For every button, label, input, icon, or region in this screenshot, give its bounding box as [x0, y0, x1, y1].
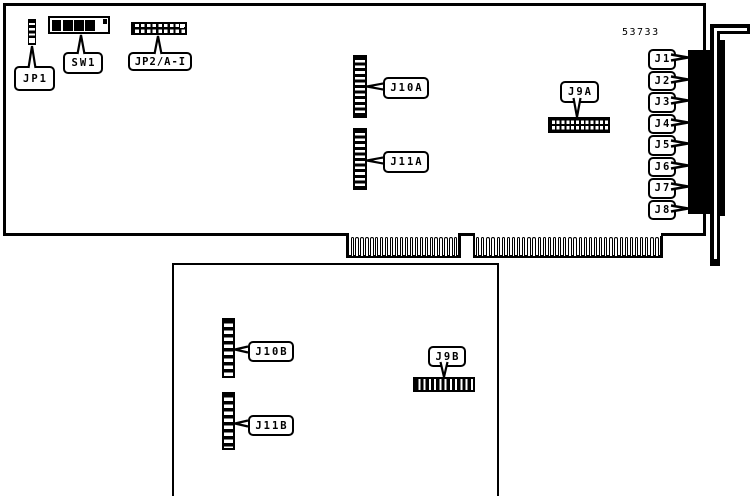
j11b-label: J11B [248, 415, 294, 436]
j9b-label-pointer [439, 361, 449, 378]
rear-label-j5: J5 [648, 135, 676, 156]
j10b-connector[interactable] [222, 318, 235, 378]
j9a-label-pointer [572, 97, 582, 118]
jp1-label: JP1 [14, 66, 55, 91]
j11b-label-text: J11B [255, 419, 289, 432]
rear-label-pointer-j2 [670, 74, 689, 84]
rear-label-j3: J3 [648, 92, 676, 113]
j9a-label-text: J9A [568, 86, 593, 98]
rear-label-pointer-j1 [670, 53, 689, 62]
j9b-label: J9B [428, 346, 466, 367]
j9b-label-text: J9B [435, 350, 461, 363]
rear-label-j6: J6 [648, 156, 676, 177]
j11a-label-text: J11A [390, 156, 424, 168]
j11a-label: J11A [383, 151, 429, 173]
jp1-jumper[interactable] [28, 19, 36, 45]
jp1-label-text: JP1 [23, 72, 48, 85]
j10a-label-pointer [366, 82, 384, 91]
jp2-jumper-block[interactable] [131, 22, 187, 35]
j10b-label-text: J10B [255, 345, 289, 358]
rear-connector-block [688, 50, 710, 214]
rear-label-pointer-j5 [670, 139, 689, 148]
rear-label-pointer-j6 [670, 160, 689, 170]
j9a-connector[interactable] [548, 117, 610, 133]
jp2-label-text: JP2/A-I [134, 55, 187, 68]
rear-label-pointer-j8 [670, 203, 689, 213]
rear-label-j1: J1 [648, 49, 676, 70]
sw1-label: SW1 [63, 52, 103, 74]
j9b-connector[interactable] [413, 377, 475, 392]
j11b-label-pointer [234, 419, 249, 428]
rear-label-pointer-j4 [670, 117, 689, 127]
jp1-label-pointer [27, 45, 37, 69]
rear-label-j8: J8 [648, 199, 676, 220]
j10a-connector[interactable] [353, 55, 367, 118]
part-number: 53733 [622, 27, 660, 38]
j11a-connector[interactable] [353, 128, 367, 190]
j11a-label-pointer [366, 156, 384, 165]
sw1-label-text: SW1 [71, 57, 97, 69]
j10a-label: J10A [383, 77, 429, 99]
j10b-label-pointer [234, 345, 249, 354]
j11b-connector[interactable] [222, 392, 235, 450]
jp2-label-pointer [153, 35, 163, 55]
sw1-dip-switch[interactable] [48, 16, 110, 34]
edge-fingers-group1 [350, 236, 458, 256]
sw1-label-pointer [76, 34, 86, 55]
rear-label-pointer-j7 [670, 182, 689, 191]
edge-fingers-group2 [476, 236, 659, 256]
rear-label-j4: J4 [648, 113, 676, 134]
j10b-label: J10B [248, 341, 294, 362]
j10a-label-text: J10A [390, 82, 424, 94]
rear-label-j7: J7 [648, 178, 676, 199]
rear-label-pointer-j3 [670, 96, 689, 105]
